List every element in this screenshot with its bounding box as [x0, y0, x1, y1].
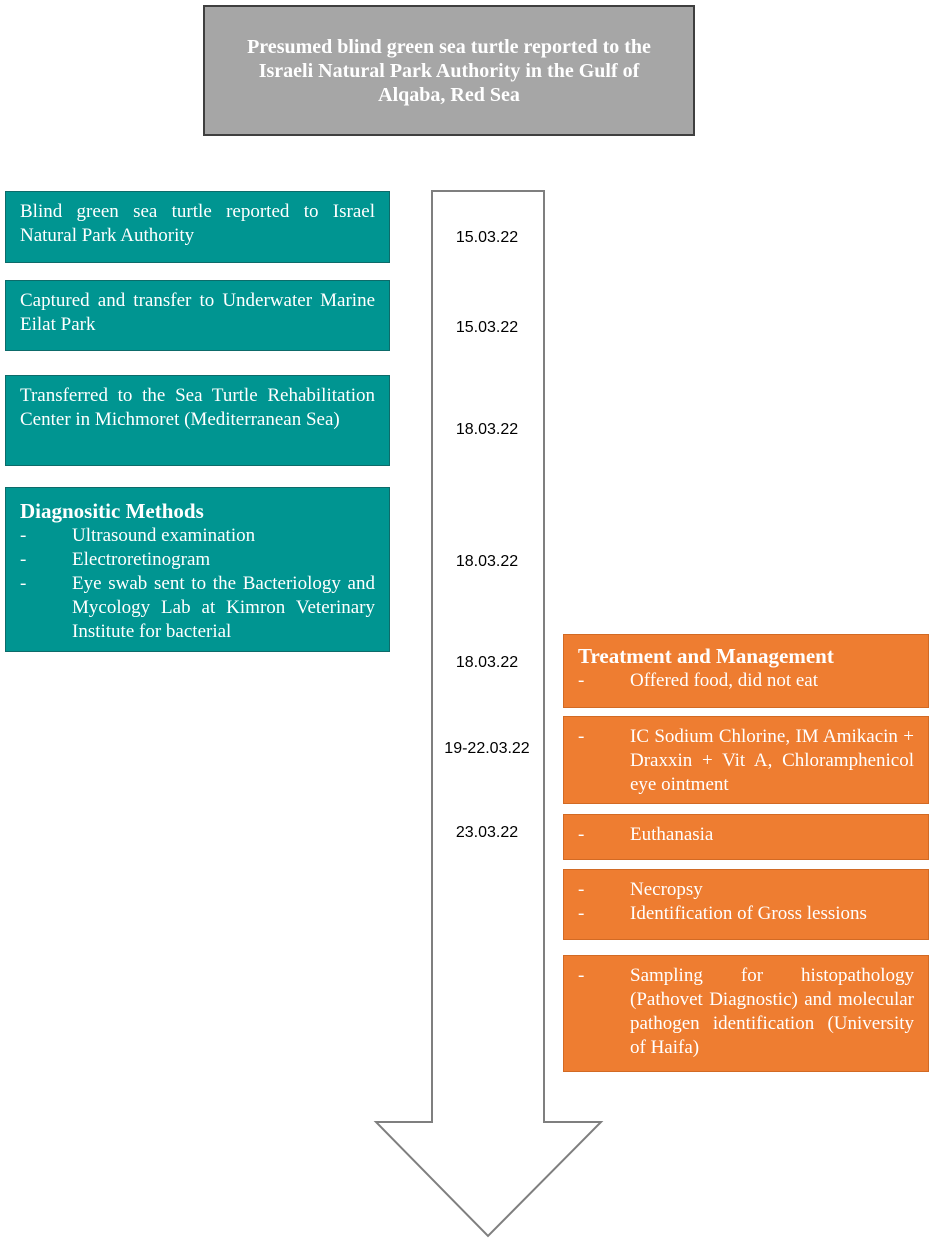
treatment-item-text: Offered food, did not eat — [630, 670, 819, 691]
event-item: - IC Sodium Chlorine, IM Amikacin + Drax… — [578, 725, 914, 797]
event-text: Captured and transfer to Underwater Mari… — [20, 290, 375, 335]
header-title: Presumed blind green sea turtle reported… — [247, 35, 651, 106]
bullet-dash: - — [578, 726, 585, 747]
bullet-dash: - — [20, 549, 27, 570]
event-item-text: Identification of Gross lessions — [630, 903, 867, 924]
event-box-sampling: - Sampling for histopathology (Pathovet … — [563, 955, 929, 1072]
event-item: - Euthanasia — [578, 823, 914, 847]
event-item: - Sampling for histopathology (Pathovet … — [578, 964, 914, 1060]
bullet-dash: - — [578, 879, 585, 900]
header-box: Presumed blind green sea turtle reported… — [203, 5, 695, 136]
treatment-management-box: Treatment and Management - Offered food,… — [563, 634, 929, 708]
date-label: 18.03.22 — [455, 421, 519, 438]
diagnostic-item: - Ultrasound examination — [20, 524, 375, 548]
diagnostic-item-text: Eye swab sent to the Bacteriology and My… — [72, 573, 375, 642]
treatment-title: Treatment and Management — [578, 644, 834, 668]
bullet-dash: - — [578, 903, 585, 924]
event-text: Blind green sea turtle reported to Israe… — [20, 201, 375, 246]
date-label: 15.03.22 — [455, 229, 519, 246]
event-item: - Identification of Gross lessions — [578, 902, 914, 926]
bullet-dash: - — [578, 670, 585, 691]
event-item-text: IC Sodium Chlorine, IM Amikacin + Draxxi… — [630, 726, 914, 795]
bullet-dash: - — [578, 824, 585, 845]
event-box-euthanasia: - Euthanasia — [563, 814, 929, 860]
event-item-text: Sampling for histopathology (Pathovet Di… — [630, 965, 914, 1058]
date-label: 18.03.22 — [455, 654, 519, 671]
event-box-transferred: Transferred to the Sea Turtle Rehabilita… — [5, 375, 390, 466]
event-box-captured: Captured and transfer to Underwater Mari… — [5, 280, 390, 351]
diagnostic-item: - Electroretinogram — [20, 548, 375, 572]
event-box-necropsy: - Necropsy - Identification of Gross les… — [563, 869, 929, 940]
event-text: Transferred to the Sea Turtle Rehabilita… — [20, 385, 375, 430]
timeline-arrow-shape — [373, 190, 604, 1238]
date-label: 23.03.22 — [455, 824, 519, 841]
diagnostic-item-text: Ultrasound examination — [72, 525, 256, 546]
diagnostic-item: - Eye swab sent to the Bacteriology and … — [20, 572, 375, 644]
diagnostic-methods-box: Diagnositic Methods - Ultrasound examina… — [5, 487, 390, 652]
event-box-reported: Blind green sea turtle reported to Israe… — [5, 191, 390, 263]
event-item-text: Necropsy — [630, 879, 703, 900]
date-label: 15.03.22 — [455, 319, 519, 336]
bullet-dash: - — [20, 573, 27, 594]
event-item: - Necropsy — [578, 878, 914, 902]
treatment-item: - Offered food, did not eat — [578, 669, 914, 693]
diagnostic-title: Diagnositic Methods — [20, 499, 204, 523]
date-label: 19-22.03.22 — [444, 740, 530, 757]
date-label: 18.03.22 — [455, 553, 519, 570]
diagnostic-item-text: Electroretinogram — [72, 549, 211, 570]
bullet-dash: - — [578, 965, 585, 986]
event-item-text: Euthanasia — [630, 824, 714, 845]
bullet-dash: - — [20, 525, 27, 546]
event-box-medication: - IC Sodium Chlorine, IM Amikacin + Drax… — [563, 716, 929, 804]
